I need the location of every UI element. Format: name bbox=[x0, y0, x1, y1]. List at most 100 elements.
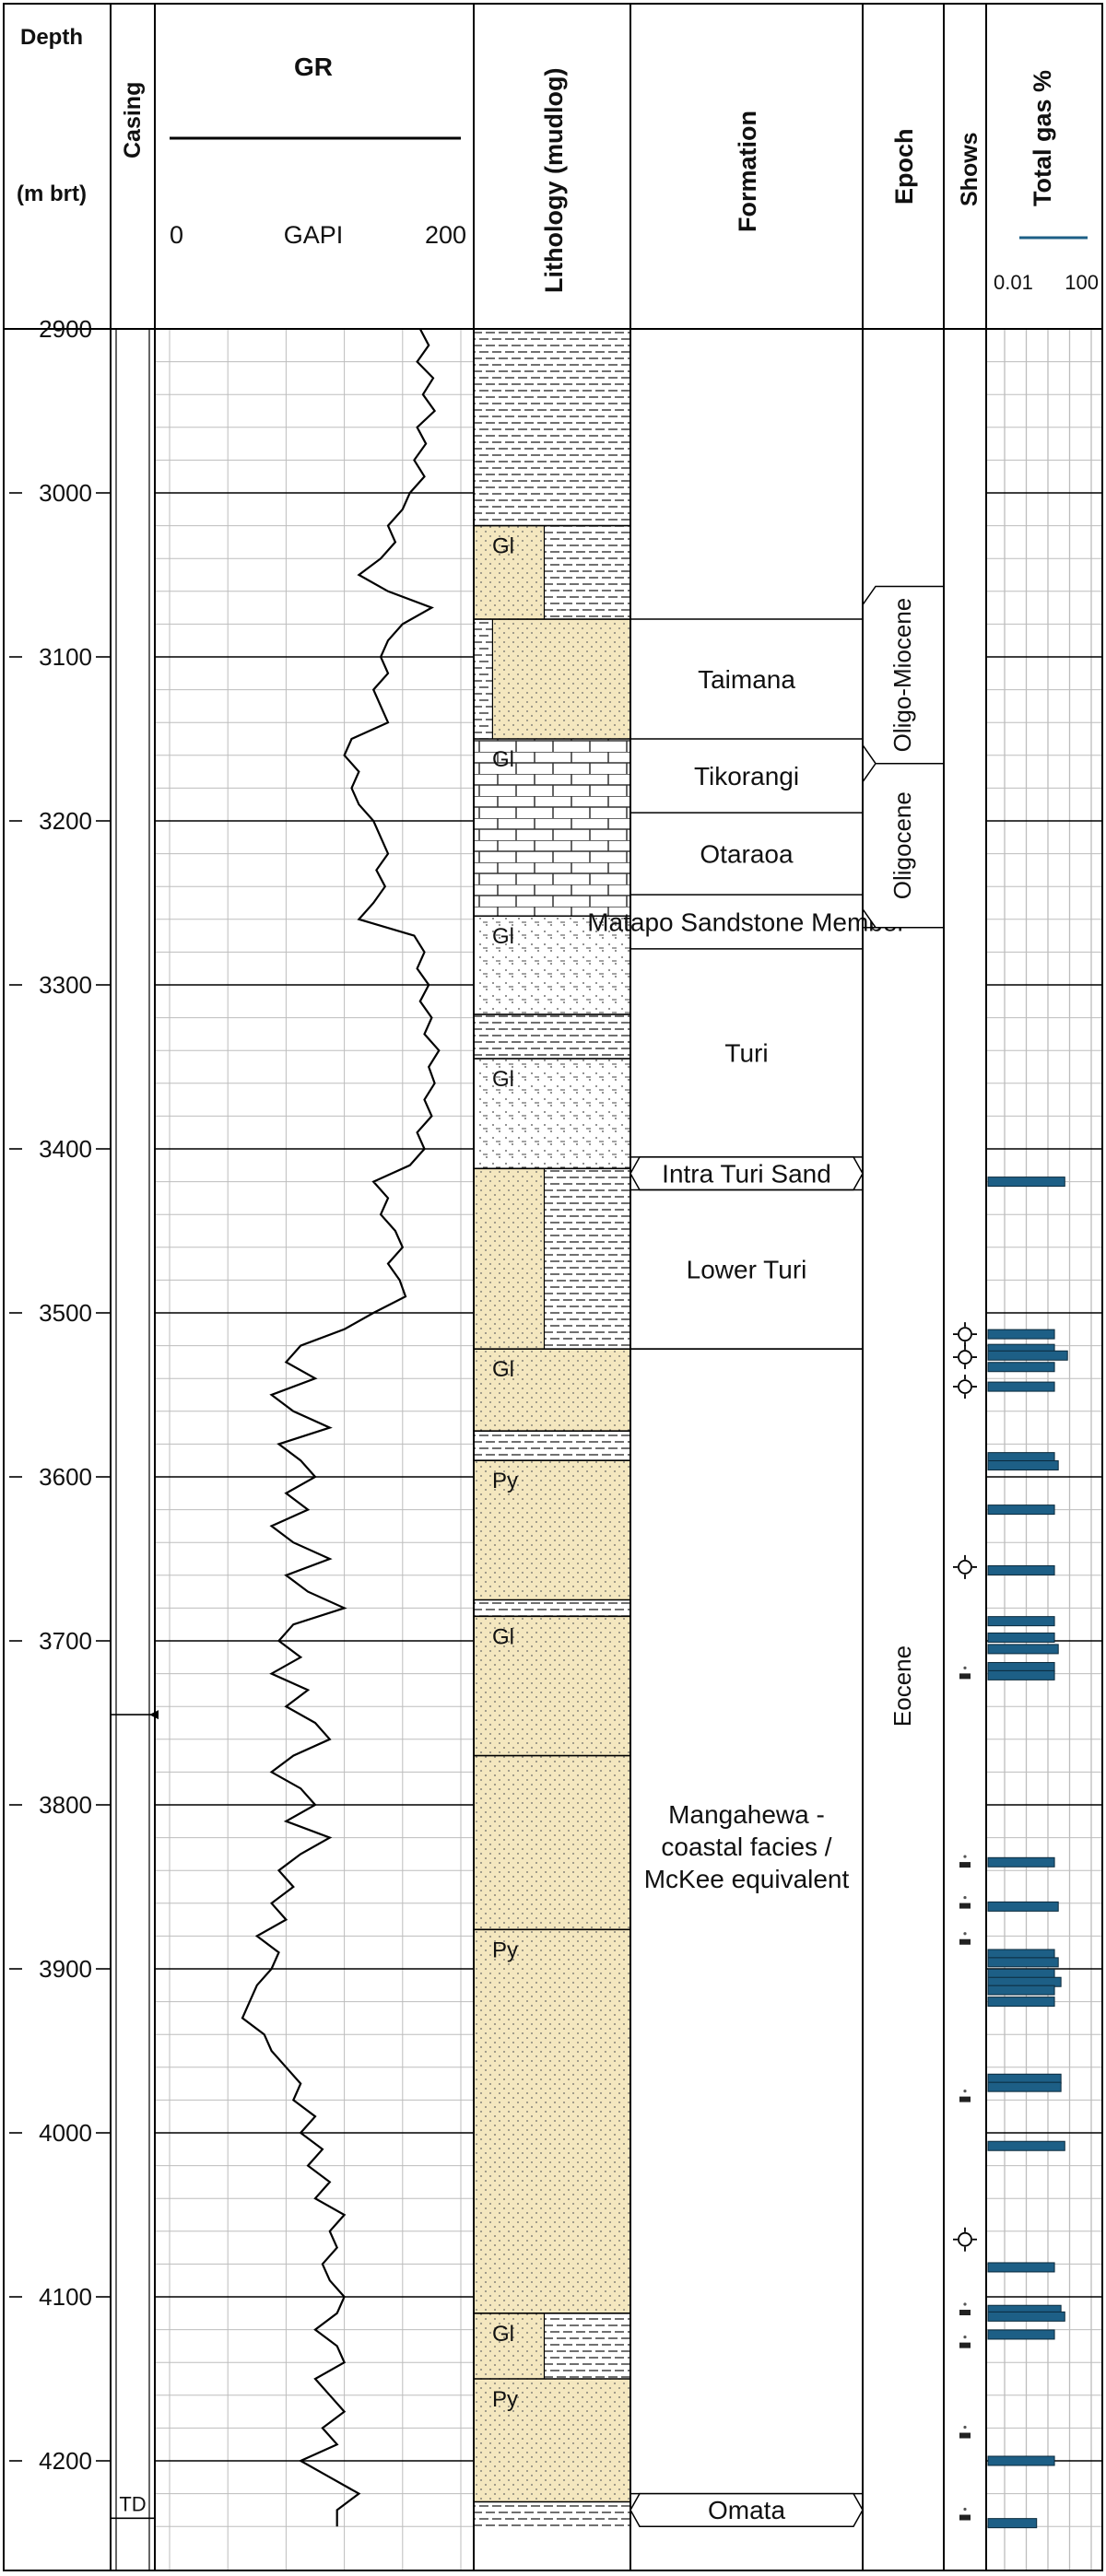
depth-unit: (m brt) bbox=[17, 181, 87, 206]
fluorescence-show-symbol bbox=[959, 2342, 971, 2348]
depth-tick-label: 3600 bbox=[39, 1463, 92, 1491]
total-gas-bar bbox=[987, 2311, 1065, 2322]
lithology-accessory-label: Py bbox=[492, 1469, 518, 1493]
fluorescence-show-dot bbox=[963, 1666, 967, 1669]
epoch-header: Epoch bbox=[890, 128, 918, 205]
lithology-unit bbox=[474, 1014, 630, 1060]
total-gas-bar bbox=[987, 1632, 1055, 1643]
lithology-unit bbox=[474, 1349, 630, 1432]
depth-tick-label: 3100 bbox=[39, 643, 92, 671]
total-gas-track bbox=[987, 1177, 1068, 2529]
gas-scale-max: 100 bbox=[1065, 271, 1099, 294]
lithology-unit bbox=[474, 1929, 630, 2313]
lithology-unit bbox=[544, 2313, 630, 2379]
lithology-unit bbox=[474, 1599, 630, 1617]
lithology-unit bbox=[474, 2379, 630, 2502]
fluorescence-show-symbol bbox=[959, 1903, 971, 1909]
fluorescence-show-dot bbox=[963, 1895, 967, 1900]
total-gas-bar bbox=[987, 1856, 1055, 1868]
epoch-label: Oligocene bbox=[888, 791, 916, 899]
lithology-unit bbox=[474, 329, 630, 526]
total-gas-bar bbox=[987, 1985, 1055, 1996]
total-gas-bar bbox=[987, 1616, 1055, 1627]
td-label: TD bbox=[119, 2492, 146, 2515]
lithology-unit bbox=[474, 1168, 545, 1350]
lithology-unit bbox=[474, 916, 630, 1015]
total-gas-bar bbox=[987, 2140, 1065, 2151]
shows-header: Shows bbox=[957, 132, 982, 206]
depth-tick-label: 3700 bbox=[39, 1627, 92, 1655]
lithology-accessory-label: Gl bbox=[492, 1067, 514, 1092]
casing-header: Casing bbox=[120, 82, 146, 158]
total-gas-bar bbox=[987, 1350, 1068, 1361]
casing-track: TD bbox=[111, 1710, 159, 2520]
formation-label: McKee equivalent bbox=[644, 1865, 850, 1893]
lithology-accessory-label: Gl bbox=[492, 1357, 514, 1382]
fluorescence-show-dot bbox=[963, 2302, 967, 2306]
total-gas-bar bbox=[987, 1996, 1055, 2008]
fluorescence-show-symbol bbox=[959, 2514, 971, 2521]
lithology-accessory-label: Py bbox=[492, 2387, 518, 2412]
lithology-accessory-label: Gl bbox=[492, 2322, 514, 2347]
lithology-unit bbox=[474, 1616, 630, 1756]
lithology-unit bbox=[474, 1755, 630, 1930]
lithology-unit bbox=[474, 1059, 630, 1169]
formation-header: Formation bbox=[734, 111, 761, 232]
fluorescence-show-symbol bbox=[959, 2310, 971, 2316]
lithology-unit bbox=[544, 525, 630, 620]
gas-show-symbol bbox=[958, 1350, 972, 1364]
total-gas-bar bbox=[987, 1644, 1059, 1655]
formation-label: Mangahewa - bbox=[668, 1800, 825, 1829]
total-gas-bar bbox=[987, 1329, 1055, 1340]
total-gas-bar bbox=[987, 1381, 1055, 1392]
lithology-unit bbox=[474, 739, 630, 917]
gas-header: Total gas % bbox=[1029, 70, 1056, 206]
formation-label: Otaraoa bbox=[700, 839, 794, 868]
total-gas-bar bbox=[987, 1669, 1055, 1680]
lithology-accessory-label: Py bbox=[492, 1938, 518, 1962]
depth-header: Depth bbox=[20, 25, 83, 50]
formation-label: Intra Turi Sand bbox=[662, 1160, 831, 1188]
gas-show-symbol bbox=[958, 1560, 972, 1575]
depth-tick-label: 3200 bbox=[39, 807, 92, 835]
shows-track bbox=[953, 1322, 977, 2521]
formation-label: coastal facies / bbox=[661, 1832, 831, 1861]
depth-tick-label: 3400 bbox=[39, 1135, 92, 1163]
lithology-unit bbox=[474, 2313, 545, 2379]
fluorescence-show-dot bbox=[963, 2090, 967, 2093]
gr-curve bbox=[241, 328, 441, 2527]
gr-track-gridlines bbox=[169, 329, 462, 2570]
lithology-unit bbox=[474, 1431, 630, 1461]
total-gas-bar bbox=[987, 2518, 1038, 2529]
fluorescence-show-symbol bbox=[959, 1938, 971, 1945]
formation-label: Matapo Sandstone Member bbox=[587, 907, 906, 936]
depth-axis: 2900300031003200330034003500360037003800… bbox=[9, 315, 92, 2475]
gas-scale-min: 0.01 bbox=[994, 271, 1033, 294]
lithology-accessory-label: Gl bbox=[492, 924, 514, 949]
depth-tick-label: 4200 bbox=[39, 2447, 92, 2475]
total-gas-bar bbox=[987, 2455, 1055, 2466]
gr-scale-max: 200 bbox=[425, 221, 466, 249]
fluorescence-show-symbol bbox=[959, 1862, 971, 1868]
gr-curve-track bbox=[241, 328, 441, 2527]
lithology-unit bbox=[492, 619, 630, 739]
depth-tick-label: 3500 bbox=[39, 1299, 92, 1327]
fluorescence-show-dot bbox=[963, 2507, 967, 2512]
gr-unit: GAPI bbox=[284, 221, 344, 249]
fluorescence-show-symbol bbox=[959, 2432, 971, 2439]
lithology-header: Lithology (mudlog) bbox=[540, 68, 568, 293]
total-gas-bar bbox=[987, 2081, 1062, 2092]
formation-label: Tikorangi bbox=[694, 762, 799, 790]
lithology-unit bbox=[544, 1168, 630, 1350]
fluorescence-show-dot bbox=[963, 2425, 967, 2430]
gas-show-symbol bbox=[958, 2231, 972, 2247]
total-gas-bar bbox=[987, 1564, 1055, 1575]
total-gas-bar bbox=[987, 1362, 1055, 1373]
total-gas-bar bbox=[987, 2329, 1055, 2340]
gr-scale-min: 0 bbox=[170, 221, 183, 249]
epoch-label: Oligo-Miocene bbox=[888, 598, 916, 753]
fluorescence-show-symbol bbox=[959, 2096, 971, 2102]
depth-tick-label: 3300 bbox=[39, 971, 92, 999]
